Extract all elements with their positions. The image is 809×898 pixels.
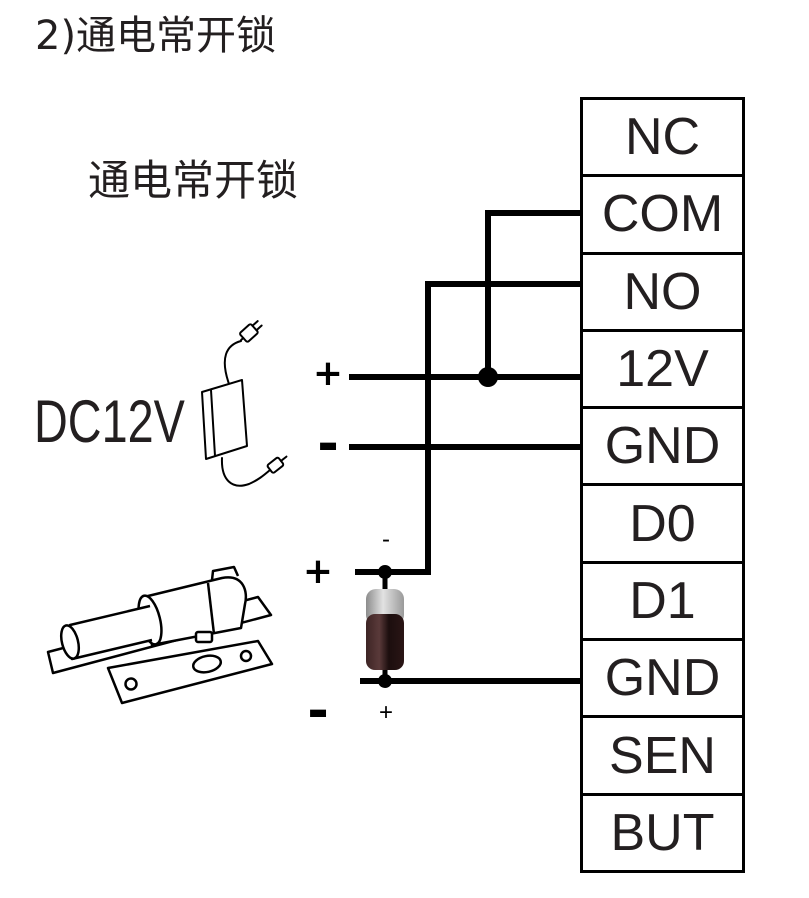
ac-plug-prong (251, 320, 259, 327)
ac-plug-strain-relief (240, 337, 245, 342)
strike-plate (106, 639, 274, 705)
lock-bolt-end (59, 624, 81, 660)
power-cord-bottom (220, 457, 271, 487)
terminal-nc: NC (624, 108, 701, 167)
terminal-d1: D1 (583, 560, 742, 638)
power-negative-sign: - (317, 414, 339, 474)
strike-plate-hole (191, 654, 223, 674)
terminal-12v: 12V (583, 328, 742, 406)
junction-dot (378, 674, 392, 688)
terminal-com: COM (583, 174, 742, 251)
dc-plug-icon (266, 455, 288, 474)
power-adapter-icon (201, 320, 288, 487)
diagram-subtitle: 通电常开锁 (88, 156, 299, 205)
junction-dot (478, 367, 498, 387)
terminal-sen: SEN (583, 715, 742, 792)
adapter-body-edge (210, 389, 216, 457)
terminal-d0: D0 (583, 483, 742, 560)
terminal-gnd-2: GND (583, 638, 742, 715)
junction-dot (378, 565, 392, 579)
power-supply-label: DC12V (34, 388, 185, 455)
lock-body-tab (210, 565, 240, 581)
lock-positive-sign: + (302, 551, 334, 592)
strike-plate-screw-hole (124, 677, 138, 691)
terminal-no: NO (583, 251, 742, 329)
lock-negative-sign: - (307, 681, 329, 741)
junctions (378, 367, 498, 688)
terminal-gnd-1: GND (583, 406, 742, 483)
terminal-but: BUT (583, 792, 742, 870)
page-title: 2)通电常开锁 (35, 13, 277, 59)
lock-body (146, 576, 248, 647)
power-positive-sign: + (312, 353, 344, 394)
diode-bottom-sign: + (378, 699, 394, 726)
wire-com (485, 210, 580, 377)
lock-screw (194, 630, 214, 644)
ac-plug-icon (239, 320, 263, 343)
terminal-block: NC COM NO 12V GND D0 D1 GND SEN BUT (580, 97, 745, 873)
diode-icon (366, 572, 404, 681)
electric-bolt-lock-icon (46, 565, 274, 705)
power-cord-top (223, 340, 242, 385)
adapter-body (201, 379, 248, 460)
diode-body (366, 614, 404, 670)
lock-body-band (206, 582, 216, 635)
ac-plug-prong (255, 324, 263, 332)
strike-plate-screw-hole (239, 649, 253, 663)
dc-plug-tip (279, 455, 288, 462)
diode-top-sign: - (382, 526, 390, 553)
